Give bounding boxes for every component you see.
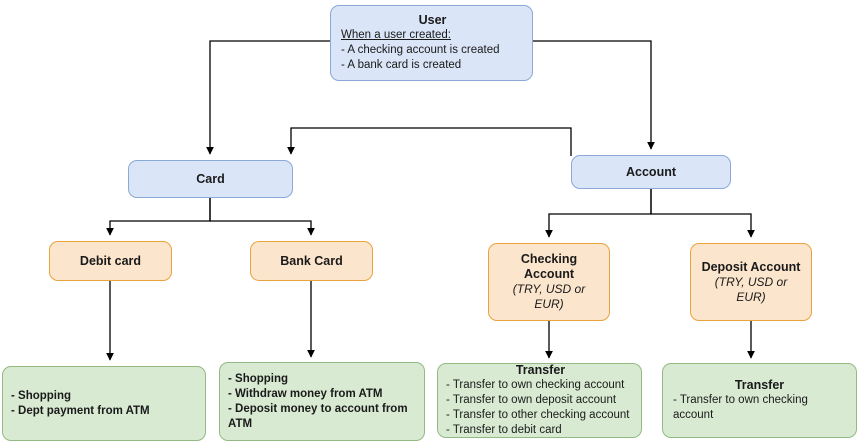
- node-user-lead: When a user created:: [341, 29, 451, 41]
- node-bank-card-operations-line-4: ATM: [228, 417, 253, 430]
- edge-account-to-deposit-account: [650, 189, 755, 238]
- node-bank-card-operations-line-3: - Deposit money to account from: [228, 402, 408, 415]
- node-bank-card-operations-line-2: - Withdraw money from ATM: [228, 387, 383, 400]
- node-debit-card-operations-line-2: - Dept payment from ATM: [11, 404, 150, 417]
- edge-user-to-card: [206, 40, 330, 155]
- node-user[interactable]: User When a user created: - A checking a…: [330, 5, 533, 81]
- node-bank-card-operations-line-1: - Shopping: [228, 372, 289, 385]
- node-checking-account-subtitle: (TRY, USD or EUR): [512, 282, 586, 311]
- node-bank-card-title: Bank Card: [280, 253, 343, 268]
- node-debit-card-operations-line-1: - Shopping: [11, 389, 72, 402]
- node-account[interactable]: Account: [571, 155, 731, 189]
- node-checking-account-operations-title: Transfer: [515, 363, 566, 377]
- node-debit-card[interactable]: Debit card: [49, 241, 172, 281]
- node-card[interactable]: Card: [128, 160, 293, 198]
- node-deposit-account-subtitle: (TRY, USD or EUR): [714, 274, 788, 304]
- node-user-title: User: [418, 13, 447, 27]
- node-checking-account-operations[interactable]: Transfer - Transfer to own checking acco…: [437, 363, 642, 438]
- node-debit-card-title: Debit card: [79, 253, 142, 268]
- node-deposit-account-title: Deposit Account: [701, 259, 801, 274]
- edge-account-to-card: [287, 127, 572, 156]
- node-checking-account[interactable]: Checking Account (TRY, USD or EUR): [488, 243, 610, 321]
- node-bank-card[interactable]: Bank Card: [250, 241, 373, 281]
- node-checking-account-operations-line-2: - Transfer to own deposit account: [446, 394, 617, 406]
- node-deposit-account-operations-line-1: - Transfer to own checking account: [673, 394, 808, 421]
- node-account-title: Account: [626, 164, 676, 179]
- node-checking-account-operations-line-3: - Transfer to other checking account: [446, 409, 630, 421]
- node-user-line-1: - A checking account is created: [341, 44, 500, 56]
- node-card-title: Card: [196, 171, 225, 186]
- edge-card-to-bank-card: [209, 198, 315, 236]
- node-debit-card-operations[interactable]: - Shopping - Dept payment from ATM: [2, 366, 206, 441]
- node-deposit-account-operations-title: Transfer: [734, 378, 785, 392]
- node-deposit-account[interactable]: Deposit Account (TRY, USD or EUR): [690, 243, 812, 321]
- edge-user-to-account: [532, 40, 655, 150]
- edge-account-to-checking-account: [545, 189, 652, 238]
- edge-card-to-debit-card: [106, 198, 211, 236]
- node-checking-account-operations-line-1: - Transfer to own checking account: [446, 379, 625, 391]
- node-deposit-account-operations[interactable]: Transfer - Transfer to own checking acco…: [662, 363, 857, 438]
- node-bank-card-operations[interactable]: - Shopping - Withdraw money from ATM - D…: [219, 362, 425, 441]
- node-checking-account-operations-line-4: - Transfer to debit card: [446, 424, 562, 436]
- node-checking-account-title: Checking Account: [520, 252, 578, 281]
- node-user-line-2: - A bank card is created: [341, 59, 462, 71]
